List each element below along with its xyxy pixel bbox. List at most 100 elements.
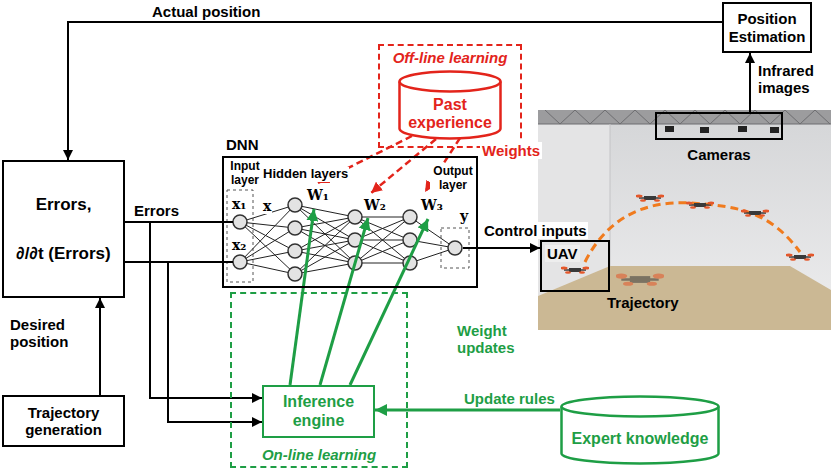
edge-label: Infrared images [756, 62, 828, 97]
cylinder-text-area: Past experience [402, 92, 498, 136]
photo-caption: Trajectory [606, 294, 680, 312]
node-text: Errors, [36, 195, 92, 215]
lab-photo [538, 110, 831, 330]
camera [700, 127, 709, 133]
drone [741, 210, 770, 217]
connector-arrow [125, 262, 262, 422]
process-box: Inference engine [262, 385, 375, 438]
neuron [403, 210, 417, 224]
trajectory-path [585, 203, 800, 262]
floor [538, 266, 831, 330]
layer-label: Input layer [224, 160, 266, 188]
connector-arrow [350, 219, 428, 385]
connector-arrow [125, 222, 262, 398]
signal-name-text: x₂ [231, 237, 247, 253]
edge-label: Update rules [462, 390, 557, 408]
neural-network [227, 190, 469, 282]
process-box: Trajectory generation [2, 395, 125, 447]
node-text: Position Estimation [727, 10, 807, 45]
frame-heading: Cameras [655, 146, 783, 163]
process-box: Errors, ∂/∂t (Errors) [2, 160, 125, 298]
node-text: Past experience [402, 96, 498, 133]
neuron [288, 221, 302, 235]
signal-name-text: y [459, 208, 469, 224]
drone [561, 267, 590, 274]
edge-label: Errors [132, 202, 181, 220]
neuron [448, 241, 462, 255]
neuron [233, 255, 247, 269]
edge-label: Weight updates [455, 322, 537, 357]
weight-name: W₃ [420, 196, 444, 214]
signal-name: x [262, 197, 272, 215]
layer-label-text: Output layer [430, 165, 476, 193]
connector-arrow [99, 298, 101, 395]
connector-arrow [290, 209, 314, 385]
cylinder-top [400, 72, 501, 92]
learning-frame: Off-line learningPast experience [378, 44, 522, 148]
photo-caption-text: Trajectory [606, 294, 680, 311]
uav-frame: UAV [540, 240, 610, 292]
network-links [295, 205, 355, 274]
signal-name-text: x₁ [231, 196, 247, 212]
input-layer-frame [227, 190, 253, 282]
node-text: ∂/∂t (Errors) [16, 244, 110, 264]
node-text: DNN [226, 136, 259, 153]
side-wall [538, 124, 610, 296]
cylinder-text-area: Expert knowledge [564, 417, 716, 461]
node-text: Off-line learning [393, 49, 508, 66]
node-text: Cameras [655, 146, 783, 163]
frame-border [655, 112, 783, 140]
neurons [233, 198, 462, 281]
edge-label: Control inputs [482, 222, 588, 240]
weight-name-text: W₁ [306, 187, 330, 203]
weight-name-text: W₂ [363, 197, 387, 213]
camera [665, 126, 674, 132]
edge-label: Weights [480, 142, 542, 160]
signal-name: x₂ [231, 236, 247, 254]
database-cylinder: Expert knowledge [560, 395, 720, 465]
camera [770, 127, 779, 133]
edge-label-text: Actual position [150, 3, 262, 20]
node-text: Trajectory generation [7, 404, 120, 439]
camera-frame: Cameras [655, 112, 783, 168]
edge-label: Actual position [150, 3, 262, 21]
node-text: UAV [545, 245, 580, 262]
layer-label: Output layer [430, 165, 476, 193]
edge-label-text: Infrared images [756, 62, 828, 97]
edge-label-text: Update rules [462, 390, 557, 407]
weight-name: W₁ [306, 186, 330, 204]
neuron [348, 210, 362, 224]
signal-name: y [459, 207, 469, 225]
back-wall [538, 110, 831, 330]
layer-label: Hidden layers [262, 164, 349, 182]
weight-name: W₂ [363, 196, 387, 214]
weight-name-text: W₃ [420, 197, 444, 213]
edge-label-text: Errors [132, 202, 181, 219]
cylinder-top [562, 397, 719, 417]
process-box: Position Estimation [722, 2, 812, 53]
camera [738, 126, 747, 132]
signal-name-text: x [262, 198, 272, 214]
layer-label-text: Hidden layers [262, 167, 349, 182]
signal-name: x₁ [231, 195, 247, 213]
connector-arrow [375, 409, 560, 412]
neuron [288, 198, 302, 212]
neuron [288, 244, 302, 258]
edge-label: Desired position [8, 316, 94, 351]
drone [786, 254, 815, 261]
drone [686, 202, 715, 209]
neuron [288, 267, 302, 281]
connector-arrow [463, 247, 540, 249]
drone [636, 195, 665, 202]
edge-label-text: Control inputs [482, 222, 588, 239]
node-text: Inference engine [267, 393, 370, 430]
network-links [240, 205, 295, 274]
edge-label-text: Desired position [8, 316, 94, 351]
network-links [355, 217, 410, 263]
layer-label-text: Input layer [224, 160, 266, 188]
node-text: On-line learning [262, 446, 376, 463]
neuron [233, 215, 247, 229]
connector-arrow [68, 22, 722, 160]
frame-heading: DNN [226, 136, 259, 153]
edge-label-text: Weight updates [455, 322, 537, 357]
